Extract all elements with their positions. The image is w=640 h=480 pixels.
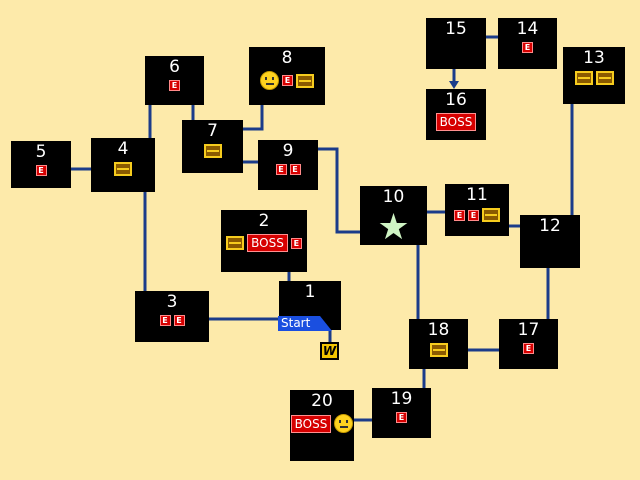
- room-number: 1: [304, 282, 316, 302]
- enemy-icon: E: [169, 80, 180, 91]
- boss-icon: BOSS: [435, 113, 477, 131]
- room-number: 12: [539, 216, 561, 236]
- room-number: 20: [311, 391, 333, 411]
- enemy-icon: E: [454, 209, 465, 221]
- room-7[interactable]: 7: [182, 120, 243, 173]
- enemy-icon: E: [173, 315, 185, 326]
- room-number: 5: [35, 142, 47, 162]
- room-number: 16: [445, 90, 467, 110]
- enemy-icon: E: [522, 42, 533, 53]
- enemy-icon: E: [159, 315, 171, 326]
- room-number: 4: [117, 139, 129, 159]
- room-icons: E: [372, 412, 431, 423]
- room-number: 17: [517, 320, 540, 340]
- enemy-icon: E: [396, 412, 407, 423]
- room-number: 13: [583, 48, 605, 68]
- treasure-chest-icon: [296, 73, 314, 88]
- room-number: 7: [207, 121, 218, 141]
- room-icons: [409, 343, 468, 357]
- room-15[interactable]: 15: [426, 18, 486, 69]
- treasure-chest-icon: [114, 162, 132, 176]
- room-18[interactable]: 18: [409, 319, 468, 369]
- room-number: 18: [427, 320, 450, 340]
- treasure-chest-icon: [482, 208, 500, 222]
- room-13[interactable]: 13: [563, 47, 625, 104]
- room-10[interactable]: 10★: [360, 186, 427, 246]
- room-icons: [563, 71, 625, 85]
- room-icons: E: [498, 42, 557, 53]
- npc-face-icon: [334, 414, 354, 433]
- room-number: 19: [390, 389, 413, 409]
- boss-icon: BOSS: [290, 414, 332, 433]
- enemy-icon: E: [290, 237, 302, 249]
- room-icons: ★: [360, 210, 427, 246]
- room-icons: [182, 144, 243, 158]
- room-number: 9: [282, 141, 294, 161]
- enemy-icon: E: [282, 75, 293, 86]
- treasure-chest-icon: [226, 236, 245, 250]
- treasure-chest-icon: [574, 71, 593, 85]
- enemy-icon: E: [468, 209, 479, 221]
- room-number: 14: [516, 19, 539, 39]
- npc-face-icon: [260, 71, 279, 90]
- room-icons: E: [249, 71, 325, 90]
- start-label: Start: [278, 316, 332, 331]
- room-icons: BOSS: [426, 113, 486, 131]
- star-icon: ★: [377, 207, 410, 248]
- room-4[interactable]: 4: [91, 138, 155, 192]
- treasure-chest-icon: [203, 144, 222, 158]
- room-number: 2: [258, 211, 270, 231]
- enemy-icon: E: [35, 165, 47, 176]
- room-number: 6: [169, 57, 180, 77]
- room-number: 8: [281, 48, 293, 68]
- room-number: 11: [466, 185, 488, 205]
- enemy-icon: E: [275, 164, 287, 175]
- room-number: 15: [445, 19, 467, 39]
- treasure-chest-icon: [429, 343, 448, 357]
- room-number: 10: [382, 187, 405, 207]
- boss-icon: BOSS: [247, 234, 288, 252]
- room-icons: E: [499, 343, 558, 354]
- room-icons: E: [11, 165, 71, 176]
- treasure-chest-icon: [595, 71, 614, 85]
- enemy-icon: E: [289, 164, 301, 175]
- room-icons: BOSS: [290, 414, 354, 433]
- room-icons: E: [145, 80, 204, 91]
- room-icons: [91, 162, 155, 176]
- enemy-icon: E: [523, 343, 534, 354]
- warp-w-icon[interactable]: W: [320, 342, 339, 360]
- room-number: 3: [166, 292, 178, 312]
- room-12[interactable]: 12: [520, 215, 580, 268]
